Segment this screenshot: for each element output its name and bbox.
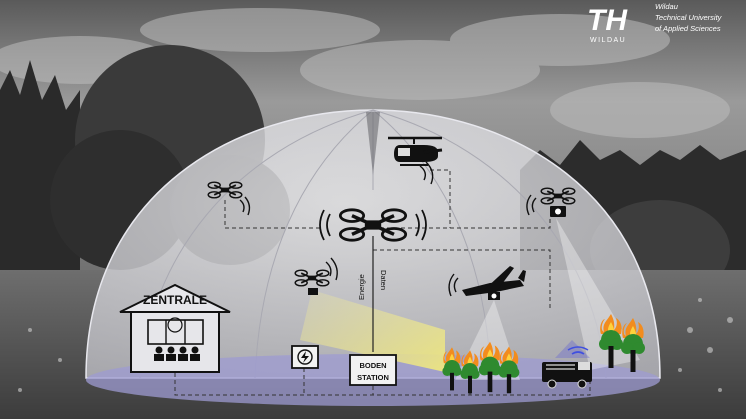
data-label: Daten [379,270,388,290]
building-icon [119,283,231,373]
zentrale-label: ZENTRALE [143,293,207,307]
helicopter-icon [388,136,443,185]
ground-station-box [349,354,397,386]
quadcopter-icon-right [526,187,576,217]
quadcopter-icon-central [319,208,427,242]
logo-line3: of Applied Sciences [655,24,721,33]
logo-mark: TH [587,4,628,37]
fire-truck-icon [542,346,592,389]
quadcopter-icon-camera [294,257,338,295]
quadcopter-icon-left [207,181,251,216]
dome-central-beam [366,112,380,175]
ground-station-label-2: STATION [357,373,389,382]
lightning-charger-icon [291,345,319,369]
logo-abbrev: WILDAU [590,37,626,44]
energy-label: Energie [357,274,366,300]
meadow-flowers [18,298,733,392]
logo-line1: Wildau [655,2,679,11]
dome-grid-lines [139,109,607,379]
logo-line2: Technical University [655,13,723,22]
university-logo: TH WILDAU Wildau Technical University of… [587,2,723,44]
truck-signal-cone [555,340,590,358]
fixed-wing-aircraft-icon [448,266,526,300]
ground-station-label-1: BODEN [359,361,386,370]
